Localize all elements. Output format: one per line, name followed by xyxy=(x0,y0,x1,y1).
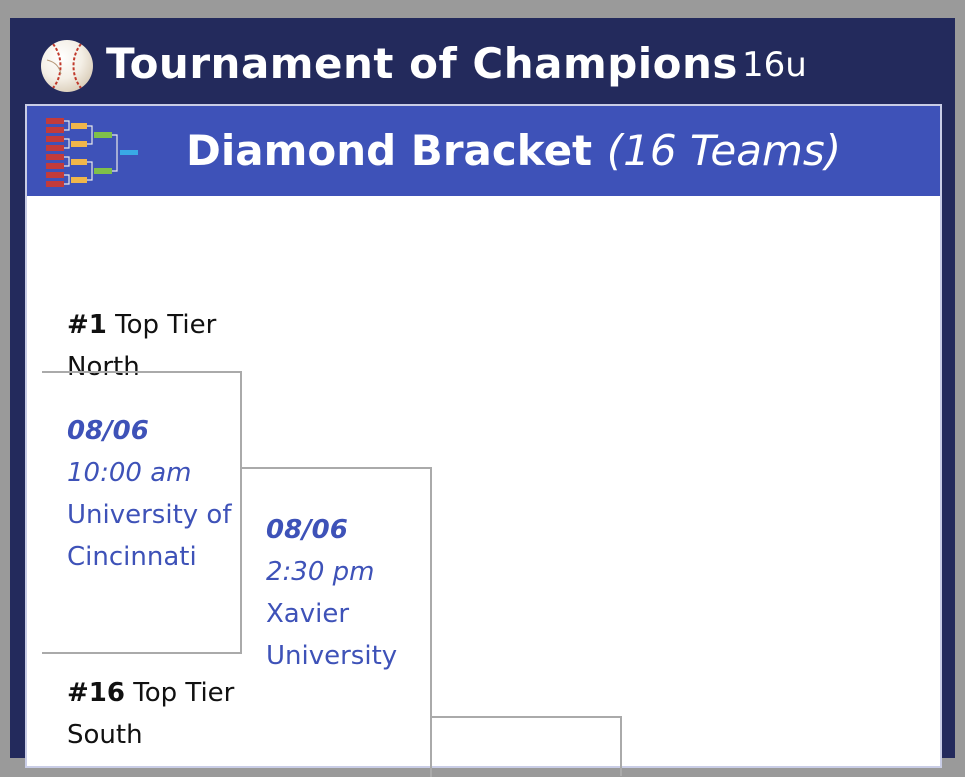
seed-team-name: Top Tier South xyxy=(67,678,235,750)
bracket-title: Diamond Bracket (16 Teams) xyxy=(186,126,841,175)
seed-number: #16 xyxy=(67,678,125,708)
seed-number: #1 xyxy=(67,310,107,340)
bracket-line xyxy=(42,371,242,373)
game-date: 08/06 xyxy=(266,515,348,545)
bracket-icon xyxy=(46,118,138,187)
page-title: Tournament of Champions xyxy=(106,39,738,88)
seed-entry-bottom: #16 Top Tier South xyxy=(67,672,247,756)
bracket-panel: Diamond Bracket (16 Teams) #1 Top Tier N… xyxy=(25,104,942,777)
game-location: University of Cincinnati xyxy=(67,500,232,572)
bracket-line xyxy=(42,652,242,654)
bracket-title-text: Diamond Bracket xyxy=(186,126,593,175)
age-group-label: 16u xyxy=(742,45,807,85)
game-time: 10:00 am xyxy=(67,458,192,488)
title-bar: Tournament of Champions 16u xyxy=(10,18,955,104)
seed-team-name: Top Tier North xyxy=(67,310,217,382)
bracket-line xyxy=(430,467,432,777)
baseball-icon xyxy=(41,40,93,92)
game-date: 08/06 xyxy=(67,416,149,446)
bracket-team-count: (16 Teams) xyxy=(606,126,842,175)
bracket-line xyxy=(432,716,622,718)
bracket-line xyxy=(620,716,622,776)
bracket-line xyxy=(240,371,242,654)
seed-entry-top: #1 Top Tier North xyxy=(67,304,247,388)
game-info-round1[interactable]: 08/06 10:00 am University of Cincinnati xyxy=(67,410,237,578)
game-location: Xavier University xyxy=(266,599,398,671)
bracket-line xyxy=(242,467,432,469)
game-info-round2[interactable]: 08/06 2:30 pm Xavier University xyxy=(266,509,436,677)
bracket-header: Diamond Bracket (16 Teams) xyxy=(27,106,940,196)
game-time: 2:30 pm xyxy=(266,557,375,587)
page-frame: Tournament of Champions 16u xyxy=(10,18,955,777)
